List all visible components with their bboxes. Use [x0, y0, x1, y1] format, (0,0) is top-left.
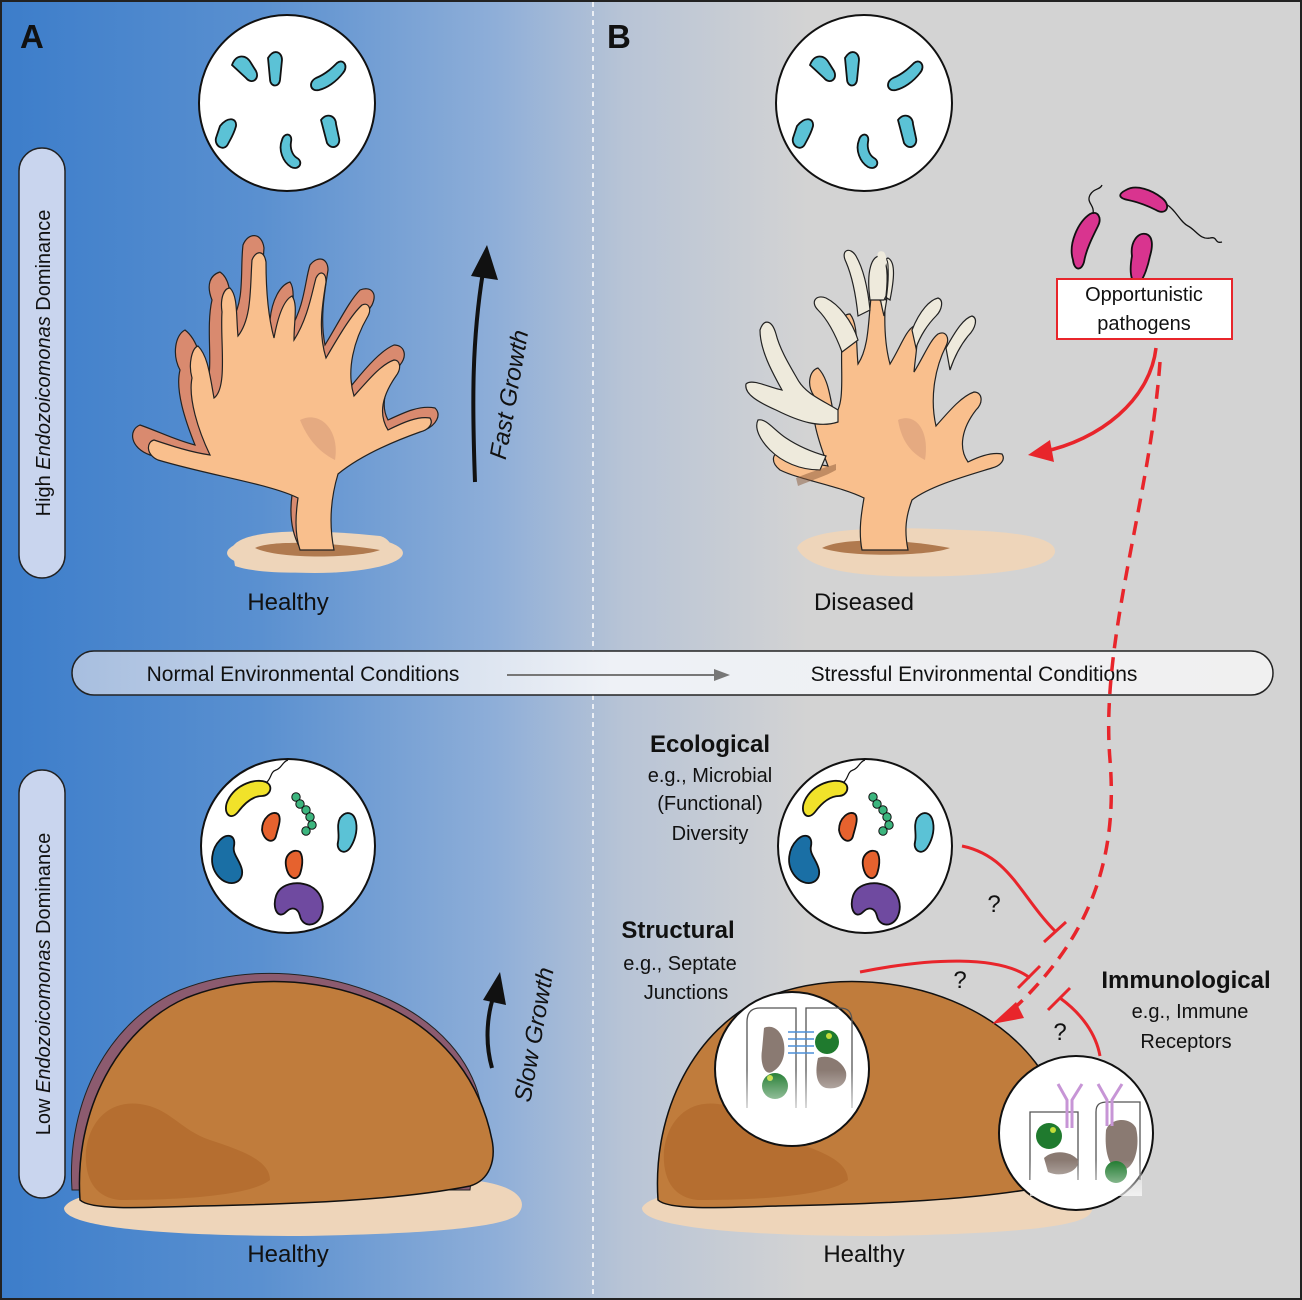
structural-label: Structural e.g., Septate Junctions — [621, 917, 736, 1004]
side-label-low-prefix: Low — [33, 1093, 55, 1135]
microbiome-circle-a-bottom — [200, 758, 376, 934]
immunological-line2: Receptors — [1140, 1031, 1231, 1053]
status-a-top: Healthy — [247, 589, 328, 616]
ecological-line2: (Functional) — [657, 793, 763, 815]
immune-receptor-circle — [998, 1055, 1154, 1211]
immunological-inhibition — [1046, 986, 1102, 1057]
side-label-low-suffix: Dominance — [33, 833, 55, 940]
question-mark-immunological: ? — [1053, 1019, 1066, 1046]
environment-stressful-label: Stressful Environmental Conditions — [811, 663, 1138, 686]
environment-normal-label: Normal Environmental Conditions — [147, 663, 460, 686]
coral-massive-healthy-a — [64, 972, 522, 1236]
side-label-low-genus: Endozoicomonas — [33, 940, 55, 1093]
pathogens-label-box: Opportunistic pathogens — [1056, 278, 1233, 340]
immunological-label: Immunological e.g., Immune Receptors — [1101, 967, 1270, 1053]
side-label-high-prefix: High — [33, 470, 55, 517]
svg-text:High Endozoicomonas Dominance: High Endozoicomonas Dominance — [33, 210, 55, 517]
environment-bar: Normal Environmental Conditions Stressfu… — [71, 650, 1274, 696]
side-label-high-genus: Endozoicomonas — [33, 316, 55, 469]
structural-line1: e.g., Septate — [623, 953, 736, 975]
ecological-title: Ecological — [650, 731, 770, 758]
status-b-top: Diseased — [814, 589, 914, 616]
structural-title: Structural — [621, 917, 734, 944]
slow-growth-arrow — [483, 972, 506, 1069]
question-mark-structural: ? — [953, 967, 966, 994]
ecological-line3: Diversity — [672, 823, 749, 845]
pathogens-label-line2: pathogens — [1097, 313, 1190, 335]
microbiome-circle-b-top — [775, 14, 953, 192]
septate-junction-circle — [714, 991, 870, 1147]
immunological-line1: e.g., Immune — [1132, 1001, 1249, 1023]
status-a-bottom: Healthy — [247, 1241, 328, 1268]
microbiome-circle-b-bottom — [777, 758, 953, 934]
structural-inhibition — [859, 959, 1042, 990]
question-mark-ecological: ? — [987, 891, 1000, 918]
fast-growth-arrow — [471, 245, 498, 483]
coral-branching-diseased — [745, 249, 1056, 577]
svg-text:Low Endozoicomonas Dominance: Low Endozoicomonas Dominance — [33, 833, 55, 1135]
status-b-bottom: Healthy — [823, 1241, 904, 1268]
ecological-label: Ecological e.g., Microbial (Functional) … — [648, 731, 773, 845]
pathogens-label-line1: Opportunistic — [1085, 284, 1203, 306]
pathogen-blocked-arrow — [992, 361, 1162, 1024]
panel-a-letter: A — [20, 18, 44, 55]
immunological-title: Immunological — [1101, 967, 1270, 994]
side-label-high-suffix: Dominance — [33, 210, 55, 317]
side-label-low: Low Endozoicomonas Dominance — [18, 769, 66, 1199]
ecological-line1: e.g., Microbial — [648, 765, 773, 787]
pathogen-infection-arrow — [1028, 347, 1158, 462]
side-label-high: High Endozoicomonas Dominance — [18, 147, 66, 579]
panel-b-letter: B — [607, 18, 631, 55]
coral-branching-healthy — [132, 235, 439, 573]
microbiome-circle-a-top — [198, 14, 376, 192]
ecological-inhibition — [961, 844, 1068, 944]
structural-line2: Junctions — [644, 982, 729, 1004]
